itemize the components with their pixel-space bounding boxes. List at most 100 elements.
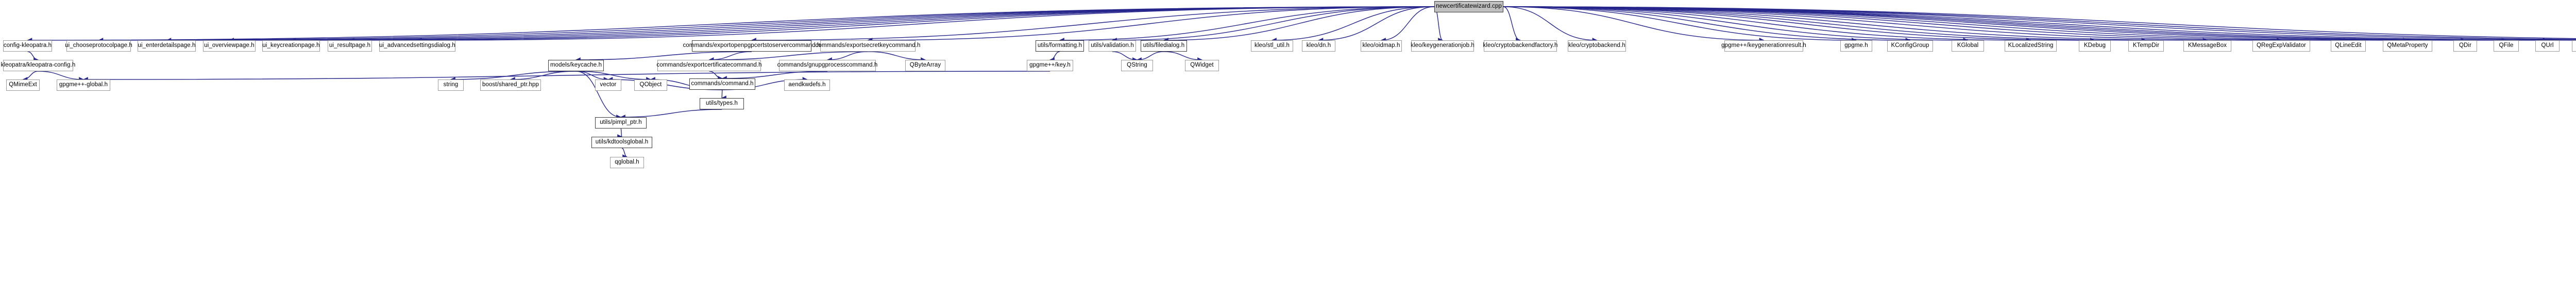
- graph-node[interactable]: KLocalizedString: [2005, 40, 2057, 52]
- node-label: utils/validation.h: [1091, 42, 1134, 49]
- node-label: QMetaProperty: [2387, 42, 2428, 49]
- node-label: QLineEdit: [2335, 42, 2362, 49]
- node-label: ui_resultpage.h: [329, 42, 371, 49]
- graph-node[interactable]: ui_overviewpage.h: [203, 40, 256, 52]
- node-label: QMimeExt: [9, 82, 37, 88]
- graph-node[interactable]: utils/formatting.h: [1036, 40, 1084, 52]
- graph-node[interactable]: ui_advancedsettingsdialog.h: [379, 40, 455, 52]
- node-label: ui_enterdetailspage.h: [138, 42, 196, 49]
- graph-node[interactable]: aendkwdefs.h: [784, 79, 830, 91]
- graph-node[interactable]: ui_resultpage.h: [328, 40, 372, 52]
- node-label: commands/command.h: [691, 81, 754, 87]
- graph-node[interactable]: QRegExpValidator: [2252, 40, 2310, 52]
- graph-node[interactable]: kleo/dn.h: [1302, 40, 1335, 52]
- graph-node[interactable]: KConfigGroup: [1887, 40, 1933, 52]
- node-label: QString: [1127, 62, 1147, 69]
- node-label: config-kleopatra.h: [3, 42, 52, 49]
- graph-node[interactable]: QUrl: [2535, 40, 2560, 52]
- graph-node[interactable]: QMimeExt: [6, 79, 40, 91]
- node-label: ui_advancedsettingsdialog.h: [379, 42, 455, 49]
- graph-root-node[interactable]: newcertificatewizard.cpp: [1434, 1, 1503, 12]
- graph-node[interactable]: utils/filedialog.h: [1141, 40, 1187, 52]
- graph-node[interactable]: KGlobal: [1952, 40, 1984, 52]
- graph-node[interactable]: ui_chooseprotocolpage.h: [65, 40, 132, 52]
- graph-node[interactable]: QDir: [2453, 40, 2477, 52]
- graph-node[interactable]: ui_keycreationpage.h: [262, 40, 320, 52]
- node-label: QFile: [2499, 42, 2514, 49]
- node-label: KMessageBox: [2188, 42, 2227, 49]
- graph-node[interactable]: kleopatra/kleopatra-config.h: [1, 60, 76, 71]
- graph-node[interactable]: commands/command.h: [689, 78, 755, 90]
- node-label: kleopatra/kleopatra-config.h: [1, 62, 76, 69]
- graph-node[interactable]: kleo/stl_util.h: [1251, 40, 1293, 52]
- graph-node[interactable]: KTempDir: [2128, 40, 2164, 52]
- node-label: kleo/dn.h: [1306, 42, 1331, 49]
- node-label: KGlobal: [1957, 42, 1979, 49]
- node-label: utils/pimpl_ptr.h: [600, 119, 642, 126]
- graph-node[interactable]: gpgme++/keygenerationresult.h: [1721, 40, 1806, 52]
- node-label: commands/exportcertificatecommand.h: [656, 62, 762, 69]
- node-label: KLocalizedString: [2008, 42, 2054, 49]
- graph-node[interactable]: KDebug: [2079, 40, 2111, 52]
- graph-node[interactable]: kleo/oidmap.h: [1361, 40, 1402, 52]
- node-label: boost/shared_ptr.hpp: [482, 82, 539, 88]
- node-label: QUrl: [2541, 42, 2554, 49]
- graph-node[interactable]: QDesktopServices: [2572, 40, 2576, 52]
- graph-node[interactable]: utils/validation.h: [1089, 40, 1136, 52]
- node-label: KConfigGroup: [1891, 42, 1929, 49]
- node-label: commands/exportsecretkeycommand.h: [815, 42, 921, 49]
- graph-node[interactable]: KMessageBox: [2183, 40, 2231, 52]
- node-label: kleo/keygenerationjob.h: [1411, 42, 1475, 49]
- graph-node[interactable]: QObject: [634, 79, 667, 91]
- node-label: ui_keycreationpage.h: [262, 42, 320, 49]
- node-label: utils/kdtoolsglobal.h: [595, 139, 649, 146]
- graph-node[interactable]: gpgme.h: [1840, 40, 1872, 52]
- graph-node[interactable]: QLineEdit: [2331, 40, 2366, 52]
- graph-node[interactable]: QByteArray: [905, 60, 945, 71]
- graph-node[interactable]: ui_enterdetailspage.h: [138, 40, 196, 52]
- graph-node[interactable]: config-kleopatra.h: [3, 40, 52, 52]
- graph-node[interactable]: gpgme++-global.h: [57, 79, 110, 91]
- graph-node[interactable]: commands/exportopenpgpcertstoservercomma…: [683, 40, 820, 52]
- graph-node[interactable]: vector: [595, 79, 621, 91]
- graph-node[interactable]: commands/exportcertificatecommand.h: [656, 60, 762, 71]
- graph-node[interactable]: utils/kdtoolsglobal.h: [591, 137, 652, 148]
- node-label: kleo/cryptobackend.h: [1568, 42, 1625, 49]
- node-label: string: [443, 82, 459, 88]
- graph-node[interactable]: kleo/cryptobackendfactory.h: [1483, 40, 1558, 52]
- node-label: qglobal.h: [615, 159, 639, 166]
- node-label: kleo/stl_util.h: [1255, 42, 1290, 49]
- graph-node[interactable]: QWidget: [1185, 60, 1219, 71]
- node-label: utils/types.h: [705, 100, 738, 107]
- node-label: commands/exportopenpgpcertstoservercomma…: [683, 42, 821, 49]
- node-label: ui_overviewpage.h: [204, 42, 255, 49]
- graph-node[interactable]: kleo/cryptobackend.h: [1568, 40, 1626, 52]
- graph-node[interactable]: qglobal.h: [610, 157, 644, 168]
- node-label: newcertificatewizard.cpp: [1436, 3, 1502, 10]
- graph-node[interactable]: kleo/keygenerationjob.h: [1411, 40, 1475, 52]
- graph-node[interactable]: QString: [1121, 60, 1153, 71]
- graph-node[interactable]: QMetaProperty: [2383, 40, 2432, 52]
- node-label: QObject: [639, 82, 662, 88]
- graph-node[interactable]: gpgme++/key.h: [1027, 60, 1073, 71]
- node-label: kleo/cryptobackendfactory.h: [1483, 42, 1558, 49]
- graph-node[interactable]: utils/pimpl_ptr.h: [595, 117, 647, 129]
- node-label: gpgme.h: [1844, 42, 1868, 49]
- graph-node[interactable]: string: [438, 79, 464, 91]
- node-label: KDebug: [2083, 42, 2106, 49]
- graph-node[interactable]: models/keycache.h: [548, 60, 604, 71]
- graph-node[interactable]: commands/gnupgprocesscommand.h: [777, 60, 878, 71]
- node-label: commands/gnupgprocesscommand.h: [777, 62, 878, 69]
- graph-node[interactable]: QFile: [2494, 40, 2519, 52]
- node-label: QDir: [2459, 42, 2472, 49]
- node-label: utils/formatting.h: [1037, 42, 1082, 49]
- graph-node[interactable]: utils/types.h: [700, 98, 744, 109]
- node-label: QByteArray: [909, 62, 941, 69]
- node-label: KTempDir: [2132, 42, 2160, 49]
- node-label: utils/filedialog.h: [1143, 42, 1185, 49]
- graph-node[interactable]: boost/shared_ptr.hpp: [480, 79, 541, 91]
- node-label: aendkwdefs.h: [788, 82, 826, 88]
- node-label: QWidget: [1190, 62, 1214, 69]
- graph-node[interactable]: commands/exportsecretkeycommand.h: [816, 40, 920, 52]
